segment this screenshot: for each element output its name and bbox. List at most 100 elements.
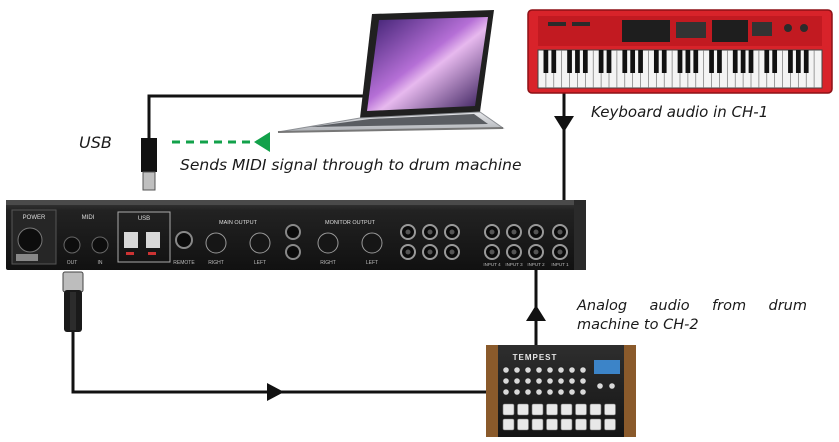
drum-machine: TEMPEST — [486, 345, 636, 437]
drum-audio-arrow — [526, 305, 546, 321]
drum-knob — [535, 377, 543, 385]
input-4-label: INPUT 4 — [483, 262, 501, 267]
input-jack-center — [557, 249, 563, 255]
drum-machine-wood-left — [486, 345, 500, 437]
drum-pad — [560, 403, 573, 416]
drum-pad — [560, 418, 573, 431]
monitor-output-right-label: RIGHT — [320, 260, 336, 266]
drum-knob — [502, 388, 510, 396]
input-2-label: INPUT 2 — [527, 262, 545, 267]
black-key — [653, 50, 659, 73]
black-key — [543, 50, 549, 73]
midi-in-port — [91, 236, 109, 254]
drum-machine-wood-right — [622, 345, 636, 437]
input-jack-center — [449, 229, 455, 235]
black-key — [551, 50, 557, 73]
remote-jack — [175, 231, 193, 249]
monitor-output-label: MONITOR OUTPUT — [325, 220, 376, 226]
midi-plug — [62, 271, 84, 332]
black-key — [803, 50, 809, 73]
keyboard-audio-arrow — [554, 116, 574, 132]
black-key — [598, 50, 604, 73]
usb-caption: USB — [79, 133, 112, 152]
drum-knob — [535, 388, 543, 396]
drum-knob — [502, 366, 510, 374]
black-key — [685, 50, 691, 73]
black-key — [661, 50, 667, 73]
monitor-output-right-xlr — [317, 232, 339, 254]
black-key — [582, 50, 588, 73]
input-3-label: INPUT 3 — [505, 262, 523, 267]
drum-knob — [546, 366, 554, 374]
keyboard-audio-caption: Keyboard audio in CH-1 — [591, 103, 769, 121]
drum-pad — [517, 418, 529, 431]
drum-pad — [502, 403, 515, 416]
drum-knob — [557, 366, 565, 374]
usb-port-2 — [146, 232, 160, 248]
input-jack-center — [489, 249, 495, 255]
drum-audio-caption-line-1: Analog audio from drum — [577, 298, 807, 314]
keyboard-synth — [527, 9, 833, 94]
drum-pad — [546, 418, 558, 431]
main-output-right-label: RIGHT — [208, 260, 224, 266]
drum-knob — [535, 366, 543, 374]
black-key — [709, 50, 714, 73]
laptop-keyboard — [310, 114, 488, 127]
main-output-right-xlr — [205, 232, 227, 254]
drum-pad — [531, 418, 544, 431]
black-key — [567, 50, 572, 73]
black-key — [795, 50, 801, 73]
input-jack-center — [533, 249, 539, 255]
black-key — [740, 50, 746, 73]
input-jack-center — [533, 229, 539, 235]
drum-knob — [513, 366, 521, 374]
monitor-output-left-xlr — [361, 232, 383, 254]
drum-knob — [524, 388, 532, 396]
black-key — [622, 50, 628, 73]
drum-knob — [513, 377, 521, 385]
laptop-screen — [367, 17, 488, 111]
main-output-label: MAIN OUTPUT — [219, 220, 258, 226]
drum-knob — [568, 366, 576, 374]
line-jack-2 — [285, 244, 301, 260]
input-1-label: INPUT 1 — [551, 262, 569, 267]
input-jack-grid — [400, 224, 568, 260]
drum-pad — [604, 418, 616, 431]
drum-knob — [557, 388, 565, 396]
drum-pad — [517, 403, 529, 416]
main-output-left-xlr — [249, 232, 271, 254]
drum-pad — [575, 418, 587, 431]
midi-cable-arrow — [267, 383, 284, 401]
drum-pad — [604, 403, 616, 416]
drum-pad — [546, 403, 558, 416]
drum-knob — [579, 366, 587, 374]
black-key — [630, 50, 636, 73]
input-jack-center — [405, 229, 411, 235]
drum-knob — [524, 366, 532, 374]
drum-machine-knobs — [502, 366, 616, 396]
usb-plug — [141, 138, 157, 191]
black-key — [638, 50, 643, 73]
drum-knob — [568, 388, 576, 396]
drum-machine-pads — [502, 403, 616, 431]
drum-knob — [524, 377, 532, 385]
black-key — [764, 50, 770, 73]
power-label: POWER — [23, 215, 46, 221]
drum-knob — [579, 388, 587, 396]
drum-knob — [502, 377, 510, 385]
midi-in-label: IN — [98, 260, 103, 266]
input-jack-center — [427, 249, 433, 255]
monitor-output-left-label: LEFT — [366, 260, 378, 266]
drum-machine-display — [594, 360, 620, 374]
input-jack-center — [449, 249, 455, 255]
midi-cable — [71, 330, 486, 394]
keyboard-controls — [548, 20, 808, 42]
drum-knob — [608, 382, 616, 390]
main-output-left-label: LEFT — [254, 260, 266, 266]
power-socket — [17, 227, 43, 253]
usb-label: USB — [138, 216, 150, 222]
drum-knob — [579, 377, 587, 385]
black-key — [732, 50, 738, 73]
drum-audio-caption: Analog audio from drum machine to CH-2 — [577, 297, 807, 335]
